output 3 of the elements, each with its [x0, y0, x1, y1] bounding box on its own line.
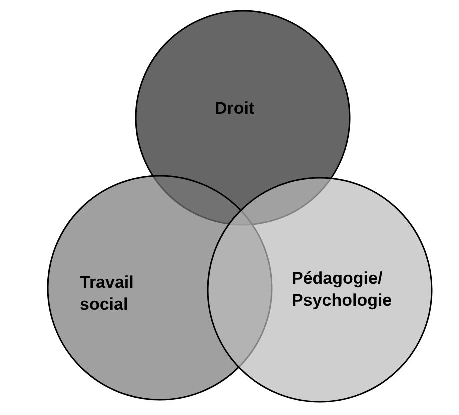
circle-label: Pédagogie/ Psychologie — [292, 268, 394, 312]
circle-label: Travail social — [80, 272, 135, 316]
circle-label: Droit — [215, 98, 256, 120]
